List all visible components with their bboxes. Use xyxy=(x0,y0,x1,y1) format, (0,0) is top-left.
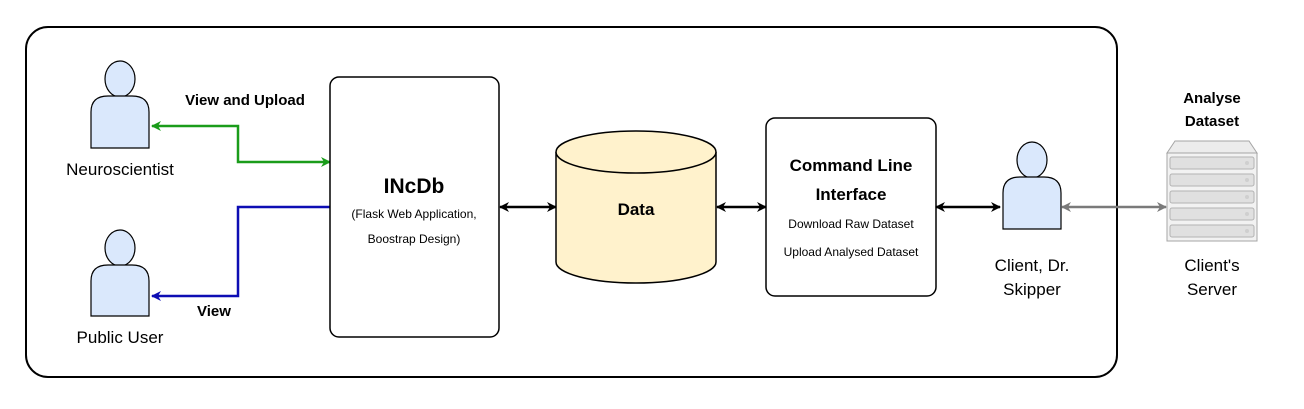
neuroscientist-label: Neuroscientist xyxy=(66,160,174,179)
incdb-title: INcDb xyxy=(384,175,445,198)
view-connector xyxy=(151,205,330,301)
server-top-label-line2: Dataset xyxy=(1185,113,1239,130)
view-and-upload-connector xyxy=(151,121,331,167)
incdb-subtitle-line2: Boostrap Design) xyxy=(368,232,461,246)
public-user-person-icon xyxy=(90,229,150,317)
server-rack-icon xyxy=(1166,140,1258,242)
client-person-icon xyxy=(1002,141,1062,230)
client-label-line1: Client, Dr. xyxy=(995,256,1070,275)
cli-box xyxy=(765,117,937,297)
client-label-line2: Skipper xyxy=(1003,280,1061,299)
neuroscientist-person-icon xyxy=(90,60,150,149)
cli-item-upload: Upload Analysed Dataset xyxy=(784,245,919,259)
server-label-line1: Client's xyxy=(1184,256,1239,275)
public-user-label: Public User xyxy=(77,328,164,347)
cli-title-line2: Interface xyxy=(816,185,887,204)
data-cylinder-icon xyxy=(555,130,717,284)
view-label: View xyxy=(197,303,231,320)
view-and-upload-label: View and Upload xyxy=(185,92,305,109)
server-top-label-line1: Analyse xyxy=(1183,90,1241,107)
cli-item-download: Download Raw Dataset xyxy=(788,217,914,231)
data-label: Data xyxy=(618,200,655,219)
incdb-subtitle-line1: (Flask Web Application, xyxy=(351,207,476,221)
server-label-line2: Server xyxy=(1187,280,1237,299)
cli-title-line1: Command Line xyxy=(790,156,913,175)
